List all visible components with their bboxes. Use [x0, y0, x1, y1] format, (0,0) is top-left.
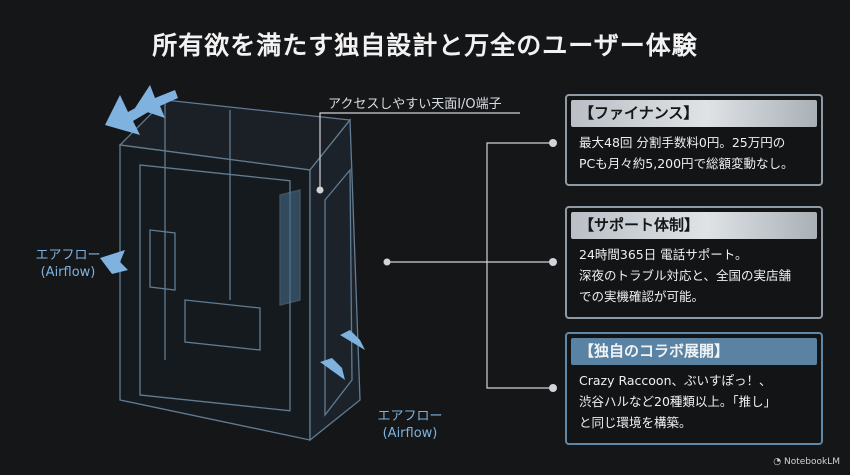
airflow-arrows: [100, 85, 365, 380]
collab-card: 【独自のコラボ展開】 Crazy Raccoon、ぶいすぽっ！、渋谷ハルなど20…: [565, 332, 823, 445]
card-heading: 【独自のコラボ展開】: [571, 338, 817, 365]
card-line: 深夜のトラブル対応と、全国の実店舗: [579, 268, 792, 283]
top-io-label: アクセスしやすい天面I/O端子: [328, 97, 502, 112]
finance-card: 【ファイナンス】 最大48回 分割手数料0円。25万円の PCも月々約5,200円…: [565, 94, 823, 186]
card-line: と同じ環境を構築。: [579, 415, 692, 430]
airflow-bottom-label: エアフロー (Airflow): [370, 408, 450, 442]
card-line: PCも月々約5,200円で総額変動なし。: [579, 156, 794, 171]
airflow-left-label: エアフロー (Airflow): [28, 247, 108, 281]
card-line: での実機確認が可能。: [579, 289, 705, 304]
card-line: 渋谷ハルなど20種類以上。「推し」: [579, 394, 777, 409]
airflow-left-jp: エアフロー: [35, 248, 101, 263]
airflow-bottom-en: (Airflow): [382, 426, 438, 441]
support-card: 【サポート体制】 24時間365日 電話サポート。深夜のトラブル対応と、全国の実…: [565, 206, 823, 319]
watermark-text: NotebookLM: [783, 457, 840, 467]
card-line: Crazy Raccoon、ぶいすぽっ！、: [579, 373, 772, 388]
notebooklm-logo-icon: ◔: [773, 457, 784, 467]
card-line: 最大48回 分割手数料0円。25万円の: [579, 135, 786, 150]
airflow-left-en: (Airflow): [40, 265, 96, 280]
connector-lines: [319, 112, 553, 389]
page-title: 所有欲を満たす独自設計と万全のユーザー体験: [152, 31, 698, 60]
airflow-bottom-jp: エアフロー: [377, 409, 443, 424]
notebooklm-watermark: ◔ NotebookLM: [773, 457, 840, 467]
card-line: 24時間365日 電話サポート。: [579, 247, 748, 262]
card-heading: 【ファイナンス】: [571, 100, 817, 127]
card-heading: 【サポート体制】: [571, 212, 817, 239]
